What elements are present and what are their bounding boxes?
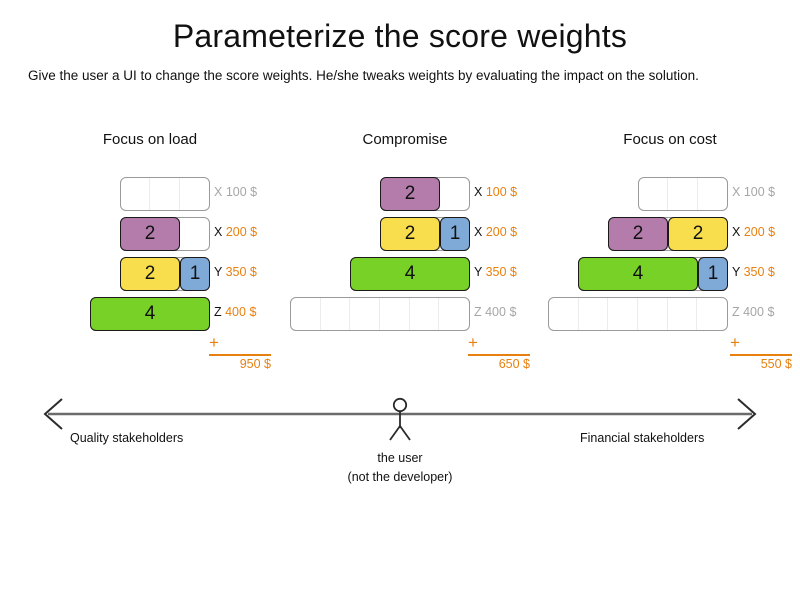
- row-key: Z: [474, 305, 486, 319]
- row-key: Y: [214, 265, 226, 279]
- row-key: X: [214, 185, 226, 199]
- row-amount: 100 $: [485, 185, 518, 199]
- row-amount: 400 $: [485, 305, 517, 319]
- scenario-total-value: 550 $: [760, 357, 792, 371]
- row-amount: 350 $: [485, 265, 517, 279]
- slider-cell[interactable]: [579, 298, 609, 330]
- stakeholder-spectrum: [0, 395, 800, 495]
- user-caption-line1: the user: [377, 451, 423, 465]
- row-cost-label: Y 350 $: [214, 265, 257, 279]
- row-cost-label: X 100 $: [474, 185, 517, 199]
- slider-cell[interactable]: [549, 298, 579, 330]
- row-cost-label: X 100 $: [732, 185, 775, 199]
- row-key: Y: [474, 265, 486, 279]
- slider-cell[interactable]: [668, 178, 698, 210]
- slider-cell[interactable]: [180, 178, 209, 210]
- slider-cell[interactable]: [639, 178, 669, 210]
- scenario-total-value: 650 $: [498, 357, 530, 371]
- slider-cell[interactable]: [668, 298, 698, 330]
- row-amount: 400 $: [225, 305, 257, 319]
- slider-cell[interactable]: [321, 298, 351, 330]
- slider-cell[interactable]: [439, 298, 469, 330]
- spectrum-left-label: Quality stakeholders: [70, 431, 184, 445]
- weight-segment-blue[interactable]: 1: [440, 217, 470, 251]
- slider-cell[interactable]: [350, 298, 381, 330]
- weight-slider-track[interactable]: [548, 297, 728, 331]
- user-caption-line2: (not the developer): [347, 470, 453, 484]
- slider-cell[interactable]: [608, 298, 639, 330]
- sum-plus-sign: +: [209, 333, 219, 352]
- weight-segment-purple[interactable]: 2: [120, 217, 180, 251]
- page-title: Parameterize the score weights: [172, 18, 628, 54]
- row-cost-label: Z 400 $: [214, 305, 256, 319]
- page-subtitle: Give the user a UI to change the score w…: [28, 68, 699, 83]
- weight-segment-blue[interactable]: 1: [180, 257, 210, 291]
- row-amount: 200 $: [225, 225, 258, 239]
- slider-cell[interactable]: [150, 178, 180, 210]
- row-key: X: [732, 225, 744, 239]
- slider-cell[interactable]: [291, 298, 321, 330]
- slider-cell[interactable]: [380, 298, 410, 330]
- slider-cell[interactable]: [698, 178, 727, 210]
- slider-cell[interactable]: [410, 298, 440, 330]
- row-amount: 400 $: [743, 305, 775, 319]
- row-cost-label: X 200 $: [732, 225, 775, 239]
- slider-cell[interactable]: [440, 178, 469, 210]
- spectrum-right-label: Financial stakeholders: [580, 431, 705, 445]
- scenario-title: Focus on cost: [623, 131, 717, 148]
- weight-segment-yellow[interactable]: 2: [120, 257, 180, 291]
- sum-plus-sign: +: [730, 333, 740, 352]
- slider-cell[interactable]: [180, 218, 209, 250]
- row-key: X: [474, 185, 486, 199]
- row-cost-label: X 100 $: [214, 185, 257, 199]
- sum-plus-sign: +: [468, 333, 478, 352]
- weight-segment-green[interactable]: 4: [90, 297, 210, 331]
- sum-rule: [730, 354, 792, 356]
- row-key: X: [214, 225, 226, 239]
- weight-segment-yellow[interactable]: 2: [668, 217, 728, 251]
- slider-cell[interactable]: [638, 298, 668, 330]
- row-cost-label: X 200 $: [474, 225, 517, 239]
- row-amount: 350 $: [743, 265, 775, 279]
- weight-slider-track[interactable]: [120, 177, 210, 211]
- row-amount: 100 $: [225, 185, 258, 199]
- row-amount: 200 $: [485, 225, 518, 239]
- scenario-total-value: 950 $: [239, 357, 271, 371]
- row-cost-label: Y 350 $: [474, 265, 517, 279]
- weight-segment-blue[interactable]: 1: [698, 257, 728, 291]
- weight-segment-purple[interactable]: 2: [380, 177, 440, 211]
- weight-segment-purple[interactable]: 2: [608, 217, 668, 251]
- sum-rule: [209, 354, 271, 356]
- weight-segment-yellow[interactable]: 2: [380, 217, 440, 251]
- weight-slider-track[interactable]: [638, 177, 728, 211]
- row-key: Z: [214, 305, 226, 319]
- slider-cell[interactable]: [121, 178, 151, 210]
- row-key: Y: [732, 265, 744, 279]
- row-amount: 350 $: [225, 265, 257, 279]
- scenario-title: Focus on load: [102, 131, 198, 148]
- weight-segment-green[interactable]: 4: [578, 257, 698, 291]
- row-cost-label: Z 400 $: [732, 305, 774, 319]
- row-key: X: [732, 185, 744, 199]
- slider-cell[interactable]: [697, 298, 727, 330]
- row-key: X: [474, 225, 486, 239]
- row-cost-label: Y 350 $: [732, 265, 775, 279]
- scenario-title: Compromise: [362, 131, 448, 148]
- weight-slider-track[interactable]: [290, 297, 470, 331]
- row-amount: 100 $: [743, 185, 776, 199]
- sum-rule: [468, 354, 530, 356]
- weight-segment-green[interactable]: 4: [350, 257, 470, 291]
- row-cost-label: Z 400 $: [474, 305, 516, 319]
- row-amount: 200 $: [743, 225, 776, 239]
- row-cost-label: X 200 $: [214, 225, 257, 239]
- row-key: Z: [732, 305, 744, 319]
